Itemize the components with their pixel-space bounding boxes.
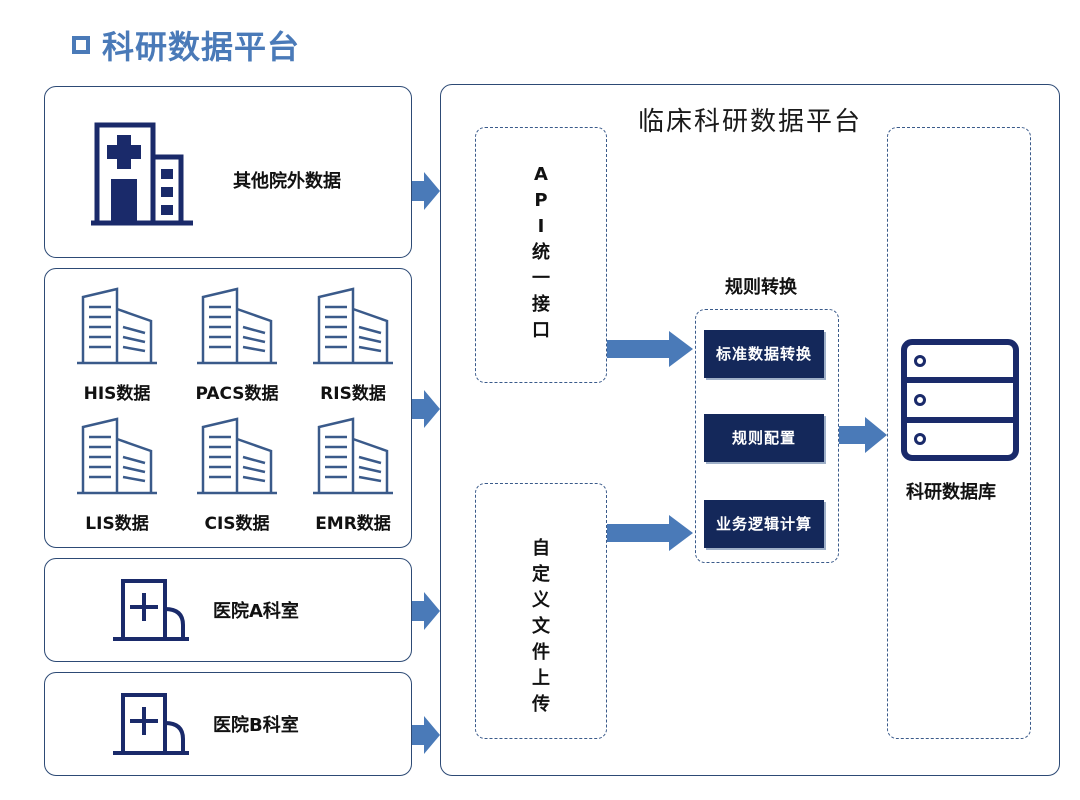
arrow-right-icon [412,592,440,630]
platform-title: 临床科研数据平台 [637,107,862,137]
vertical-char: 一 [532,268,550,289]
system-label: RIS数据 [320,384,386,404]
rules-title: 规则转换 [725,277,797,298]
vertical-char: 上 [532,668,550,689]
source-external-label: 其他院外数据 [233,171,341,192]
database-box: 科研数据库 [887,127,1031,739]
system-label: EMR数据 [315,514,391,534]
vertical-char: 统 [532,242,550,263]
source-systems-box: HIS数据 PACS数据 RIS数据 [44,268,412,548]
vertical-char: 接 [532,294,550,315]
clinic-icon [113,579,189,641]
vertical-char: 口 [532,320,550,341]
building-icon [195,417,279,501]
building-icon [75,287,159,371]
vertical-char: 定 [532,564,550,585]
rules-box: 标准数据转换 规则配置 业务逻辑计算 [695,309,839,563]
custom-upload-label: 自定义文件上传 [476,536,606,718]
arrow-right-icon [607,331,693,367]
source-dept-b-label: 医院B科室 [213,715,299,736]
vertical-char: I [537,216,545,237]
vertical-char: 件 [532,642,550,663]
vertical-char: 传 [532,694,550,715]
system-label: PACS数据 [195,384,279,404]
clinic-icon [113,693,189,755]
arrow-right-icon [839,417,887,453]
source-dept-a-box: 医院A科室 [44,558,412,662]
vertical-char: 自 [532,538,550,559]
building-icon [195,287,279,371]
server-database-icon [901,339,1019,461]
database-label: 科研数据库 [906,482,996,503]
page-title-text: 科研数据平台 [102,28,301,66]
hospital-icon [91,122,193,226]
system-label: LIS数据 [85,514,149,534]
vertical-char: 文 [532,616,550,637]
rule-business-logic: 业务逻辑计算 [704,500,824,548]
rule-configuration: 规则配置 [704,414,824,462]
arrow-right-icon [412,172,440,210]
building-icon [75,417,159,501]
arrow-right-icon [607,515,693,551]
vertical-char: P [534,190,548,211]
building-icon [311,417,395,501]
building-icon [311,287,395,371]
source-dept-b-box: 医院B科室 [44,672,412,776]
title-square-icon [72,36,90,54]
arrow-right-icon [412,390,440,428]
arrow-right-icon [412,716,440,754]
vertical-char: 义 [532,590,550,611]
system-label: HIS数据 [83,384,151,404]
source-external-box: 其他院外数据 [44,86,412,258]
custom-upload-box: 自定义文件上传 [475,483,607,739]
rule-standard-conversion: 标准数据转换 [704,330,824,378]
source-dept-a-label: 医院A科室 [213,601,299,622]
page-title: 科研数据平台 [72,22,300,68]
system-label: CIS数据 [204,514,270,534]
vertical-char: A [534,164,548,185]
